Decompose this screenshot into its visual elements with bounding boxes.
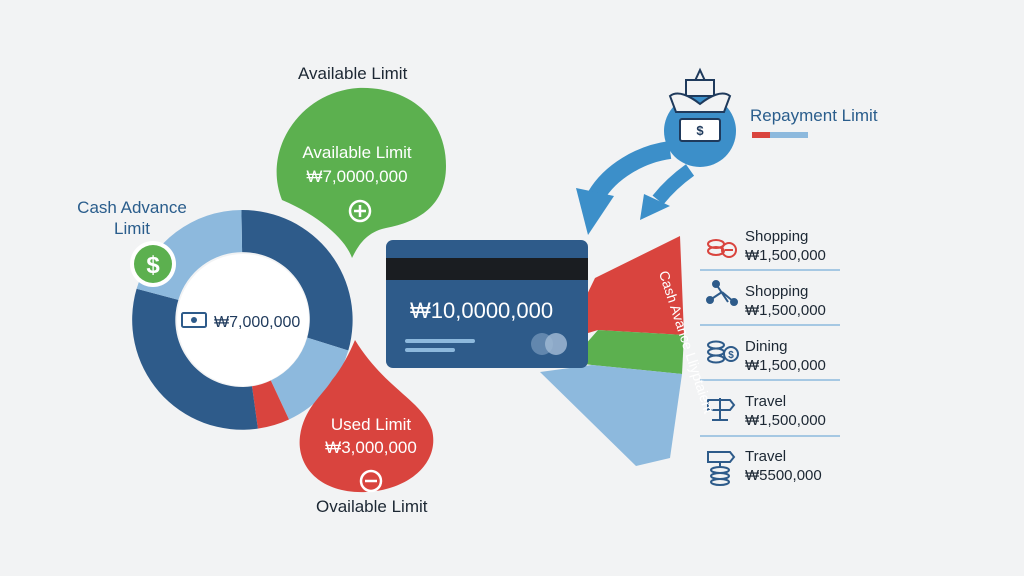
category-amount: ₩1,500,000: [745, 412, 826, 429]
donut-segment-lightblue: [270, 337, 349, 420]
cash-advance-label: Cash Advance Limit: [77, 198, 187, 238]
curved-arrow-small: [652, 164, 695, 205]
used-limit-blob: [299, 340, 434, 493]
donut-segment-navy: [241, 209, 353, 351]
donut-segment-red: [252, 380, 289, 429]
repayment-bar-red: [752, 132, 770, 138]
bank-hands-icon: $: [664, 67, 736, 167]
donut-segment-navy-left: [132, 288, 258, 430]
category-name: Travel: [745, 448, 787, 465]
top-title: Available Limit: [298, 64, 408, 83]
signpost-coins-icon: [707, 451, 736, 486]
cash-advance-amount: ₩7,000,000: [214, 314, 301, 331]
category-item: Travel ₩1,500,000: [745, 392, 826, 430]
fan-wedge-lightblue: [540, 365, 682, 466]
used-limit-amount: ₩3,000,000: [325, 438, 417, 457]
svg-text:$: $: [696, 123, 704, 138]
repayment-arrows: [576, 141, 695, 235]
minus-circle-icon: [359, 469, 383, 493]
category-amount: ₩1,500,000: [745, 247, 826, 264]
curved-arrow-large: [588, 141, 672, 201]
category-amount: ₩5500,000: [745, 467, 822, 484]
dollar-icon: $: [130, 241, 176, 287]
limit-donut: [132, 209, 353, 430]
category-name: Shopping: [745, 283, 809, 300]
category-name: Shopping: [745, 228, 809, 245]
used-limit-label: Used Limit: [330, 415, 412, 434]
available-limit-label: Available Limit: [302, 143, 412, 162]
category-item: Dining ₩1,500,000: [745, 337, 826, 375]
plus-circle-icon: [348, 199, 372, 223]
network-icon: [706, 280, 738, 306]
fan-wedge-green: [570, 330, 684, 374]
banknote-icon: [181, 312, 207, 328]
repayment-bar-blue: [770, 132, 808, 138]
repayment-label: Repayment Limit: [750, 106, 878, 125]
coins-dollar-icon: $: [707, 340, 739, 364]
category-name: Dining: [745, 338, 788, 355]
category-dividers: [700, 269, 840, 437]
bottom-label: Ovailable Limit: [316, 497, 428, 516]
svg-text:$: $: [728, 350, 734, 361]
coins-minus-icon: [707, 239, 737, 258]
category-fan: [540, 236, 684, 466]
used-limit-text: Used Limit ₩3,000,000: [306, 413, 436, 459]
svg-text:$: $: [146, 252, 160, 279]
category-amount: ₩1,500,000: [745, 302, 826, 319]
category-item: Shopping ₩1,500,000: [745, 282, 826, 320]
available-limit-amount: ₩7,0000,000: [306, 167, 408, 186]
signpost-icon: [707, 398, 736, 421]
category-item: Shopping ₩1,500,000: [745, 227, 826, 265]
category-name: Travel: [745, 393, 787, 410]
category-item: Travel ₩5500,000: [745, 447, 822, 485]
available-limit-blob: [276, 87, 446, 259]
credit-card: [386, 240, 588, 368]
fan-wedge-red: [565, 236, 684, 340]
available-limit-text: Available Limit ₩7,0000,000: [282, 141, 432, 189]
card-total-amount: ₩10,0000,000: [410, 298, 554, 323]
category-amount: ₩1,500,000: [745, 357, 826, 374]
